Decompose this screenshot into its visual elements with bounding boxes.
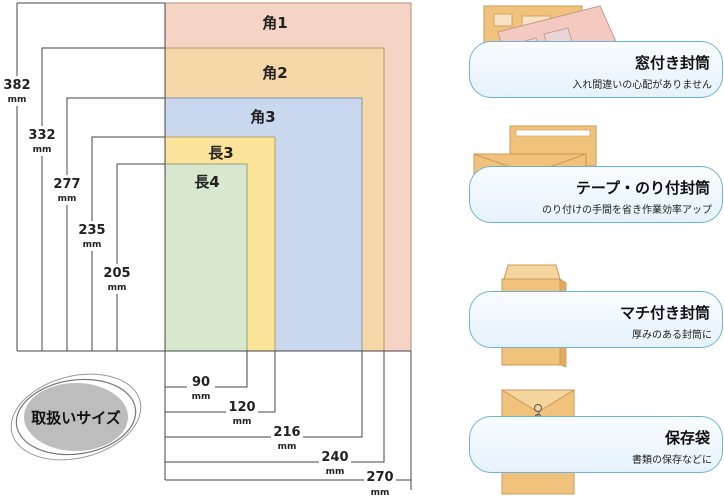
svg-text:382: 382 (3, 78, 30, 93)
svg-text:240: 240 (321, 450, 348, 465)
feature-desc-tape: のり付けの手間を省き作業効率アップ (542, 205, 712, 216)
width-label-270: 270 mm (364, 466, 396, 498)
svg-text:mm: mm (33, 145, 52, 155)
svg-text:277: 277 (53, 177, 80, 192)
size-name-naga4: 長4 (194, 173, 219, 191)
svg-text:mm: mm (58, 194, 77, 204)
svg-text:mm: mm (233, 417, 252, 427)
feature-desc-gusset: 厚みのある封筒に (632, 330, 712, 341)
feature-title-storage: 保存袋 (664, 429, 710, 447)
svg-text:120: 120 (228, 400, 255, 415)
badge-handling-sizes: 取扱いサイズ (10, 373, 142, 461)
feature-desc-storage: 書類の保存などに (632, 455, 712, 466)
feature-card-window: 窓付き封筒 入れ間違いの心配がありません (469, 41, 723, 98)
height-label-205: 205 mm (103, 264, 131, 294)
feature-desc-window: 入れ間違いの心配がありません (572, 80, 712, 91)
width-label-120: 120 mm (226, 398, 258, 427)
size-name-kaku3: 角3 (250, 108, 275, 126)
svg-text:216: 216 (273, 425, 300, 440)
svg-text:取扱いサイズ: 取扱いサイズ (31, 409, 121, 427)
svg-text:mm: mm (326, 467, 345, 477)
svg-text:mm: mm (278, 442, 297, 452)
svg-text:90: 90 (192, 375, 210, 390)
feature-title-tape: テープ・のり付封筒 (575, 179, 710, 197)
width-label-240: 240 mm (319, 448, 351, 477)
size-name-naga3: 長3 (208, 144, 233, 162)
feature-card-storage: 保存袋 書類の保存などに (469, 416, 723, 473)
svg-text:205: 205 (103, 266, 130, 281)
svg-text:270: 270 (366, 470, 393, 485)
height-label-382: 382 mm (3, 76, 31, 106)
size-rect-naga4 (164, 163, 248, 352)
svg-text:mm: mm (8, 95, 27, 105)
feature-title-window: 窓付き封筒 (634, 54, 710, 72)
svg-text:235: 235 (78, 223, 105, 238)
svg-text:mm: mm (371, 488, 390, 498)
svg-text:mm: mm (108, 283, 127, 293)
svg-text:mm: mm (83, 240, 102, 250)
svg-text:mm: mm (192, 392, 211, 402)
width-label-216: 216 mm (271, 423, 303, 452)
height-label-235: 235 mm (78, 221, 106, 251)
feature-card-gusset: マチ付き封筒 厚みのある封筒に (469, 291, 723, 348)
svg-text:332: 332 (28, 128, 55, 143)
size-name-kaku1: 角1 (262, 14, 287, 32)
height-label-277: 277 mm (53, 175, 81, 205)
width-label-90: 90 mm (187, 373, 215, 402)
size-name-kaku2: 角2 (262, 64, 287, 82)
feature-card-tape: テープ・のり付封筒 のり付けの手間を省き作業効率アップ (469, 166, 723, 223)
height-label-332: 332 mm (28, 126, 56, 156)
feature-title-gusset: マチ付き封筒 (619, 304, 710, 322)
